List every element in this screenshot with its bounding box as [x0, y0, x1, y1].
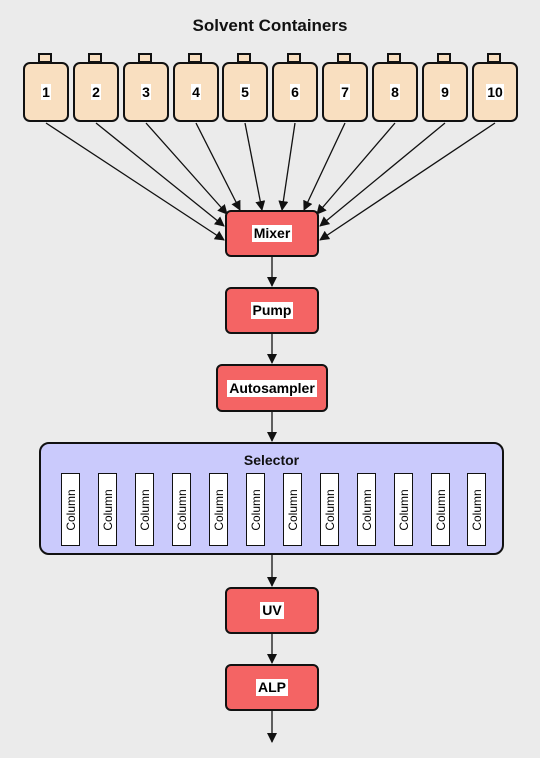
- container-body: 5: [222, 62, 268, 122]
- solvent-container-5: 5: [222, 53, 268, 122]
- column-6: Column: [246, 473, 265, 546]
- container-9-to-mixer-arrow: [319, 122, 446, 227]
- container-8-to-mixer-arrow: [316, 122, 396, 215]
- container-body: 3: [123, 62, 169, 122]
- solvent-container-3: 3: [123, 53, 169, 122]
- solvent-container-8: 8: [372, 53, 418, 122]
- container-1-to-mixer-arrow: [45, 122, 225, 241]
- autosampler-node: Autosampler: [216, 364, 328, 412]
- container-2-to-mixer-arrow: [95, 122, 225, 227]
- alp-node: ALP: [225, 664, 319, 711]
- container-number: 6: [290, 84, 300, 100]
- column-label: Column: [174, 488, 189, 531]
- container-body: 6: [272, 62, 318, 122]
- column-1: Column: [61, 473, 80, 546]
- container-10-to-mixer-arrow: [319, 122, 496, 241]
- container-number: 2: [91, 84, 101, 100]
- solvent-container-6: 6: [272, 53, 318, 122]
- pump-node: Pump: [225, 287, 319, 334]
- container-number: 9: [440, 84, 450, 100]
- column-label: Column: [285, 488, 300, 531]
- uv-label: UV: [260, 602, 284, 619]
- container-number: 10: [486, 84, 504, 100]
- column-11: Column: [431, 473, 450, 546]
- container-body: 4: [173, 62, 219, 122]
- column-2: Column: [98, 473, 117, 546]
- container-body: 7: [322, 62, 368, 122]
- column-label: Column: [248, 488, 263, 531]
- container-7-to-mixer-arrow: [303, 122, 346, 211]
- container-number: 8: [390, 84, 400, 100]
- autosampler-label: Autosampler: [227, 379, 317, 397]
- mixer-label: Mixer: [251, 225, 293, 242]
- column-9: Column: [357, 473, 376, 546]
- solvent-container-1: 1: [23, 53, 69, 122]
- column-12: Column: [467, 473, 486, 546]
- container-number: 7: [340, 84, 350, 100]
- column-4: Column: [172, 473, 191, 546]
- solvent-container-9: 9: [422, 53, 468, 122]
- mixer-node: Mixer: [225, 210, 319, 257]
- alp-label: ALP: [256, 679, 288, 696]
- column-8: Column: [320, 473, 339, 546]
- column-label: Column: [469, 488, 484, 531]
- column-5: Column: [209, 473, 228, 546]
- column-label: Column: [63, 488, 78, 531]
- column-10: Column: [394, 473, 413, 546]
- solvent-container-4: 4: [173, 53, 219, 122]
- solvent-container-10: 10: [472, 53, 518, 122]
- column-label: Column: [137, 488, 152, 531]
- container-body: 8: [372, 62, 418, 122]
- column-label: Column: [359, 488, 374, 531]
- container-body: 9: [422, 62, 468, 122]
- column-label: Column: [211, 488, 226, 531]
- pump-label: Pump: [250, 302, 294, 319]
- column-3: Column: [135, 473, 154, 546]
- container-body: 1: [23, 62, 69, 122]
- column-label: Column: [100, 488, 115, 531]
- uv-node: UV: [225, 587, 319, 634]
- container-5-to-mixer-arrow: [244, 122, 266, 211]
- column-label: Column: [396, 488, 411, 531]
- container-body: 10: [472, 62, 518, 122]
- column-label: Column: [322, 488, 337, 531]
- selector-title: Selector: [243, 452, 300, 468]
- container-4-to-mixer-arrow: [195, 122, 241, 211]
- column-label: Column: [433, 488, 448, 531]
- container-number: 5: [240, 84, 250, 100]
- container-body: 2: [73, 62, 119, 122]
- container-3-to-mixer-arrow: [145, 122, 228, 215]
- solvent-container-7: 7: [322, 53, 368, 122]
- container-number: 4: [191, 84, 201, 100]
- column-7: Column: [283, 473, 302, 546]
- selector-box: Selector Column Column Column Column Col…: [39, 442, 504, 555]
- container-number: 3: [141, 84, 151, 100]
- solvent-container-2: 2: [73, 53, 119, 122]
- diagram-title: Solvent Containers: [192, 16, 348, 35]
- container-6-to-mixer-arrow: [278, 122, 296, 211]
- container-number: 1: [41, 84, 51, 100]
